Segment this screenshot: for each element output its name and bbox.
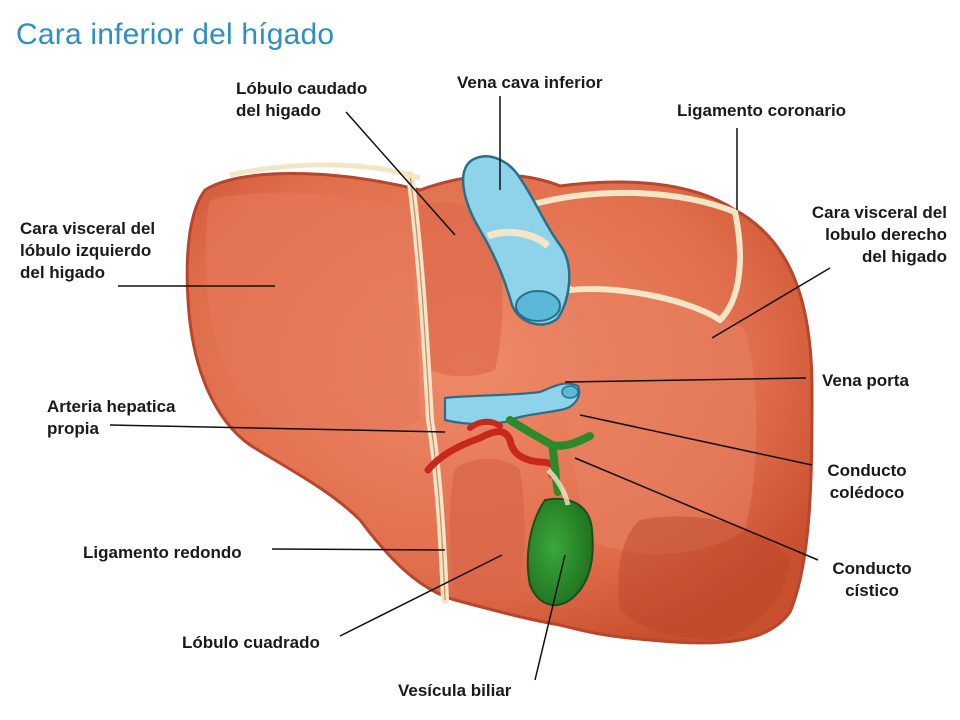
vena-cava-band bbox=[486, 228, 551, 249]
page-title: Cara inferior del hígado bbox=[16, 18, 335, 51]
round-ligament-edge bbox=[409, 174, 446, 601]
label-lobulo-cuadrado: Lóbulo cuadrado bbox=[182, 633, 320, 652]
label-ligamento-redondo: Ligamento redondo bbox=[83, 543, 242, 562]
label-cara-visceral-der: Cara visceral del lobulo derecho del hig… bbox=[811, 203, 947, 266]
cystic-duct bbox=[548, 441, 562, 496]
label-conducto-cistico: Conducto cístico bbox=[832, 559, 912, 600]
hepatic-artery bbox=[424, 428, 560, 479]
inferior-vena-cava bbox=[461, 155, 571, 326]
leader-ligamento-redondo bbox=[271, 548, 446, 551]
leader-cara-visceral-der bbox=[711, 267, 831, 339]
label-ligamento-coronario: Ligamento coronario bbox=[677, 101, 847, 120]
label-arteria-hepatica: Arteria hepatica propia bbox=[47, 397, 176, 438]
upper-ligament bbox=[229, 162, 421, 181]
leader-conducto-coledoco bbox=[579, 414, 813, 466]
hepatic-artery-branch bbox=[467, 418, 503, 431]
label-cara-visceral-izq: Cara visceral del lóbulo izquierdo del h… bbox=[20, 219, 156, 282]
right-lobe-region bbox=[560, 293, 757, 554]
gallbladder-neck bbox=[546, 468, 571, 506]
leader-lines bbox=[109, 96, 831, 681]
vena-cava-opening bbox=[515, 290, 561, 322]
label-lobulo-caudado: Lóbulo caudado del higado bbox=[236, 79, 368, 120]
caudate-lobe bbox=[417, 202, 503, 377]
label-vena-porta: Vena porta bbox=[822, 371, 909, 390]
quadrate-lobe bbox=[449, 458, 525, 601]
leader-vena-porta bbox=[564, 377, 807, 383]
label-conducto-coledoco: Conducto colédoco bbox=[827, 461, 907, 502]
leader-vesicula bbox=[534, 554, 566, 681]
right-lobe-shadow bbox=[618, 516, 790, 640]
left-lobe-shade bbox=[205, 192, 420, 437]
label-vesicula: Vesícula biliar bbox=[398, 681, 512, 700]
gallbladder bbox=[526, 497, 594, 606]
leader-lobulo-caudado bbox=[345, 111, 456, 236]
leader-lobulo-cuadrado bbox=[339, 554, 503, 637]
leader-arteria-hepatica bbox=[109, 424, 446, 433]
portal-vein-opening bbox=[561, 385, 579, 399]
label-vena-cava: Vena cava inferior bbox=[457, 73, 603, 92]
leader-conducto-cistico bbox=[574, 457, 819, 561]
